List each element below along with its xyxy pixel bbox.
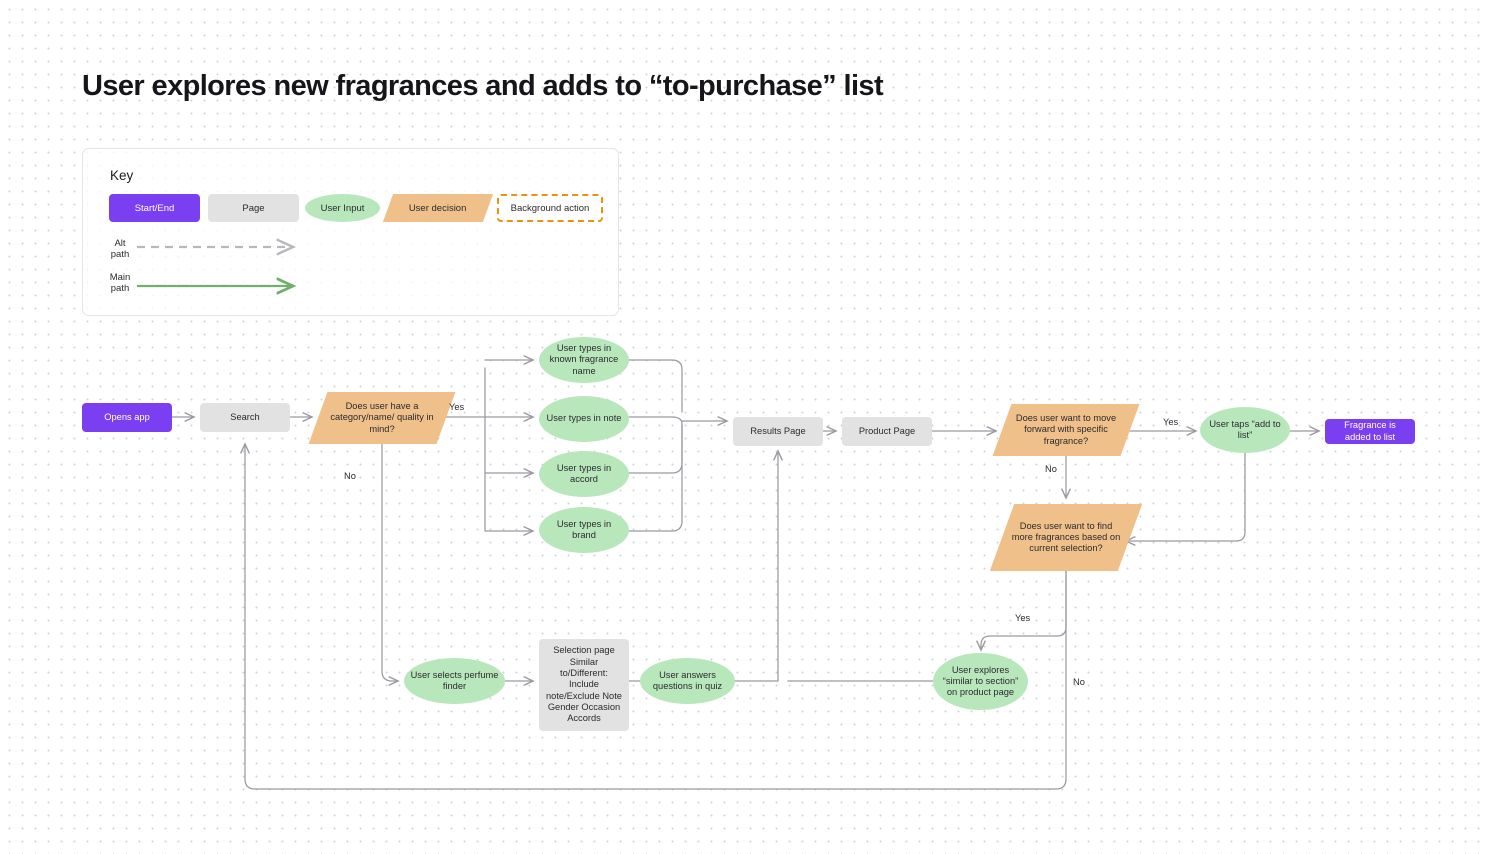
- key-shape-page-label: Page: [242, 202, 265, 214]
- node-types-accord-label: User types in accord: [556, 462, 612, 484]
- edge-label-no-3: No: [1073, 677, 1085, 687]
- node-decision-2-label: Does user want to move forward with spec…: [1015, 413, 1117, 446]
- key-main-path-label: Main path: [103, 272, 137, 294]
- edge-name-merge: [628, 359, 683, 413]
- node-user-explores-similar-to-section[interactable]: User explores “similar to section” on pr…: [933, 653, 1028, 710]
- key-shape-background-action-label: Background action: [510, 202, 590, 214]
- node-selection-page[interactable]: Selection page Similar to/Different: Inc…: [539, 639, 629, 731]
- node-user-answers-questions-in-quiz[interactable]: User answers questions in quiz: [640, 658, 735, 704]
- node-user-types-in-brand[interactable]: User types in brand: [539, 507, 629, 553]
- key-legend-panel: Key: [82, 148, 619, 316]
- edge-decision1-no: [381, 443, 400, 687]
- key-alt-path-label: Alt path: [103, 238, 137, 260]
- edge-decision3-no-loopback: [239, 442, 1067, 790]
- key-shape-user-input-label: User Input: [320, 202, 365, 214]
- node-decision-move-forward-specific-fragrance[interactable]: Does user want to move forward with spec…: [992, 404, 1140, 456]
- edge-label-yes-3: Yes: [1015, 613, 1031, 623]
- node-decision-3-label: Does user want to find more fragrances b…: [1011, 520, 1121, 554]
- node-search[interactable]: Search: [200, 403, 290, 432]
- node-decision-category-name-quality[interactable]: Does user have a category/name/ quality …: [308, 392, 456, 444]
- node-decision-1-label: Does user have a category/name/ quality …: [330, 401, 434, 434]
- key-alt-path-line1: Alt: [114, 238, 126, 249]
- edge-label-yes-2: Yes: [1163, 417, 1179, 427]
- node-decision-find-more-fragrances[interactable]: Does user want to find more fragrances b…: [989, 504, 1143, 571]
- node-opens-app-label: Opens app: [104, 411, 150, 422]
- edge-label-no-2: No: [1045, 464, 1057, 474]
- node-results-page[interactable]: Results Page: [733, 417, 823, 446]
- key-shape-user-input: User Input: [305, 194, 380, 222]
- node-user-taps-add-to-list[interactable]: User taps “add to list”: [1200, 407, 1290, 453]
- node-user-types-known-fragrance-name[interactable]: User types in known fragrance name: [539, 337, 629, 383]
- node-search-label: Search: [230, 411, 260, 422]
- key-main-path-line1: Main: [109, 272, 131, 283]
- node-added-to-list-label: Fragrance is added to list: [1344, 420, 1396, 442]
- key-title: Key: [110, 168, 134, 183]
- edge-label-no-1: No: [344, 471, 356, 481]
- key-shape-background-action: Background action: [497, 194, 603, 222]
- edge-label-yes-1: Yes: [449, 402, 465, 412]
- edge-decision3-yes: [975, 570, 1067, 652]
- node-answers-quiz-label: User answers questions in quiz: [652, 669, 723, 691]
- edge-taps-to-decision3: [1124, 452, 1246, 547]
- edge-accord-merge: [628, 423, 683, 474]
- page-title: User explores new fragrances and adds to…: [82, 70, 884, 102]
- node-user-types-in-note[interactable]: User types in note: [539, 396, 629, 442]
- key-shape-start-end-label: Start/End: [134, 202, 175, 214]
- node-product-page[interactable]: Product Page: [842, 417, 932, 446]
- node-user-selects-perfume-finder[interactable]: User selects perfume finder: [404, 658, 505, 704]
- node-fragrance-added-to-list[interactable]: Fragrance is added to list: [1325, 419, 1415, 444]
- node-types-note-label: User types in note: [546, 413, 622, 424]
- edge-note-merge: [628, 416, 683, 431]
- node-selection-page-label: Selection page Similar to/Different: Inc…: [546, 645, 622, 724]
- node-results-page-label: Results Page: [750, 425, 806, 436]
- key-shape-start-end: Start/End: [109, 194, 200, 222]
- node-types-brand-label: User types in brand: [556, 518, 612, 540]
- key-shape-page: Page: [208, 194, 299, 222]
- node-perfume-finder-label: User selects perfume finder: [410, 669, 499, 691]
- node-opens-app[interactable]: Opens app: [82, 403, 172, 432]
- key-alt-path-line2: path: [110, 249, 130, 260]
- edge-brand-merge: [628, 429, 683, 532]
- node-explores-similar-label: User explores “similar to section” on pr…: [942, 664, 1019, 698]
- node-product-page-label: Product Page: [858, 425, 916, 436]
- node-user-types-in-accord[interactable]: User types in accord: [539, 451, 629, 497]
- node-types-name-label: User types in known fragrance name: [549, 343, 619, 376]
- edge-fan-corner-top: [477, 360, 485, 417]
- node-taps-add-to-list-label: User taps “add to list”: [1209, 418, 1281, 440]
- key-main-path-line2: path: [110, 283, 130, 294]
